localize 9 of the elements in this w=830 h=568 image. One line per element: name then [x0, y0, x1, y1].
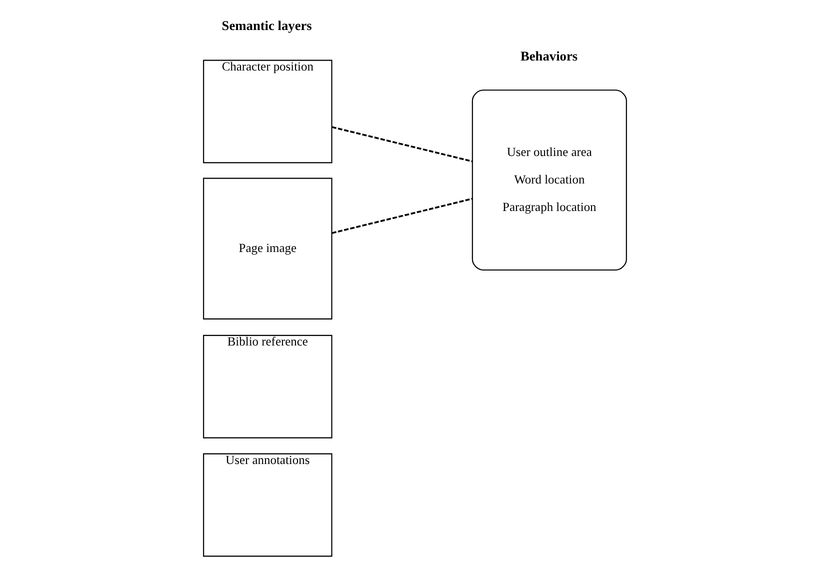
node-box: User outline area Word location Paragraph location	[472, 90, 627, 271]
node-box: Page image	[203, 178, 332, 320]
label: Behaviors	[520, 48, 578, 64]
label: Semantic layers	[222, 18, 312, 34]
connector	[332, 126, 473, 162]
connector	[332, 198, 473, 234]
node-box: User annotations	[203, 453, 332, 557]
node-box: Character position	[203, 60, 332, 164]
node-box: Biblio reference	[203, 334, 332, 438]
